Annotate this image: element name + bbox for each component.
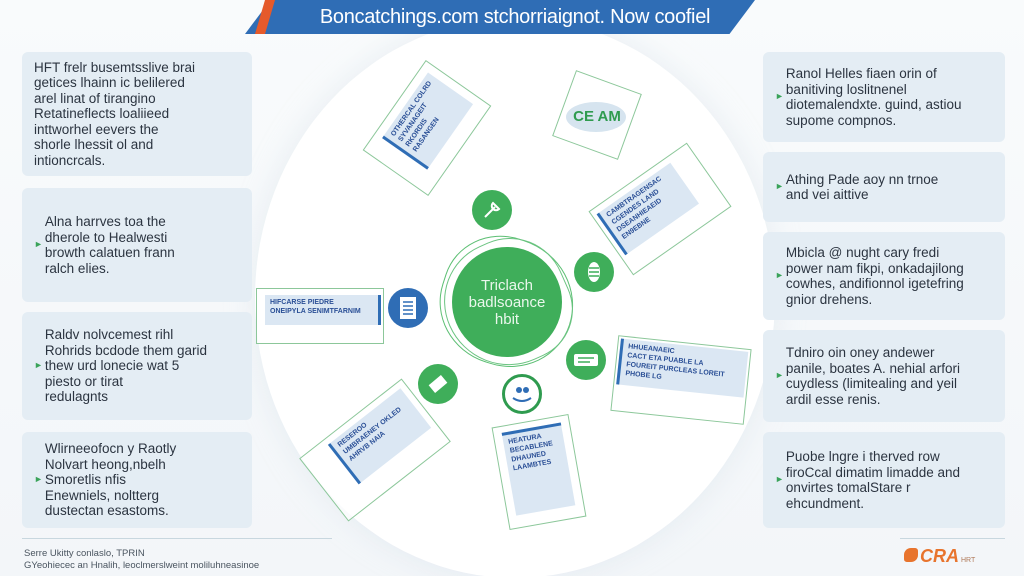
badge-label: CE AM <box>573 108 621 125</box>
ticket-label: HEATURA BECABLENE DHAUNED LAAMBTES <box>501 422 576 516</box>
badge-icon <box>418 364 458 404</box>
left-card-2: ► Alna harrves toa the dherole to Healwe… <box>22 188 252 302</box>
right-card-5: ► Puobe lngre i therved row firoCcal dim… <box>763 432 1005 528</box>
footer-line-1: Serre Ukitty conlaslo, TPRIN <box>24 548 145 559</box>
card-text: Athing Pade aoy nn trnoe and vei aittive <box>785 171 939 203</box>
ticket-middle-left: HIFCARSE PIEDRE ONEIPYLA SENIMTFARNIM <box>256 288 384 344</box>
bullet-arrow-icon: ► <box>775 370 784 381</box>
footer-credit: Serre Ukitty conlaslo, TPRIN GYeohiecec … <box>24 548 259 572</box>
bullet-arrow-icon: ► <box>34 360 43 371</box>
central-hub: Triclach badlsoance hbit <box>452 247 562 357</box>
shoe-print-icon <box>574 252 614 292</box>
logo-subtext: HRT <box>961 557 976 564</box>
card-text: Alna harrves toa the dherole to Healwest… <box>44 214 175 276</box>
footer-line-2: GYeohiecec an Hnalih, leoclmerslweint mo… <box>24 560 260 571</box>
bullet-arrow-icon: ► <box>775 270 784 281</box>
person-boat-icon <box>502 374 542 414</box>
footer-divider <box>22 538 332 539</box>
ticket-icon <box>566 340 606 380</box>
card-text: HFT frelr busemtsslive brai getices lhai… <box>34 59 196 168</box>
right-card-2: ► Athing Pade aoy nn trnoe and vei aitti… <box>763 152 1005 222</box>
card-text: Mbicla @ nught cary fredi power nam fikp… <box>785 245 964 307</box>
header-banner: Boncatchings.com stchorriaignot. Now coo… <box>245 0 755 34</box>
logo-text: CRA <box>920 546 959 566</box>
left-card-3: ► Raldv nolvcemest rihl Rohrids bcdode t… <box>22 312 252 420</box>
ticket-middle-right: HHUEANAEIC CACT ETA PUABLE LA FOUREIT PU… <box>610 335 752 425</box>
bullet-arrow-icon: ► <box>775 181 784 192</box>
left-card-4: ► Wlirneeofocn y Raotly Nolvart heong,nb… <box>22 432 252 528</box>
ticket-label: HHUEANAEIC CACT ETA PUABLE LA FOUREIT PU… <box>616 338 749 398</box>
badge-blob <box>566 102 626 132</box>
ticket-label: HIFCARSE PIEDRE ONEIPYLA SENIMTFARNIM <box>265 295 381 325</box>
bullet-arrow-icon: ► <box>775 91 784 102</box>
brand-logo: CRA HRT <box>904 546 975 567</box>
document-list-icon <box>388 288 428 328</box>
right-card-4: ► Tdniro oin oney andewer panile, boates… <box>763 330 1005 422</box>
page-title: Boncatchings.com stchorriaignot. Now coo… <box>319 5 711 28</box>
right-card-3: ► Mbicla @ nught cary fredi power nam fi… <box>763 232 1005 320</box>
bullet-arrow-icon: ► <box>34 474 43 485</box>
card-text: Raldv nolvcemest rihl Rohrids bcdode the… <box>44 327 208 405</box>
right-card-1: ► Ranol Helles fiaen orin of banitiving … <box>763 52 1005 142</box>
left-card-1: HFT frelr busemtsslive brai getices lhai… <box>22 52 252 176</box>
card-text: Wlirneeofocn y Raotly Nolvart heong,nbel… <box>44 441 177 519</box>
tools-icon <box>472 190 512 230</box>
bullet-arrow-icon: ► <box>34 239 43 250</box>
footer-divider-right <box>900 538 1005 539</box>
card-text: Puobe lngre i therved row firoCcal dimat… <box>785 449 960 511</box>
card-text: Ranol Helles fiaen orin of banitiving lo… <box>785 66 962 128</box>
bullet-arrow-icon: ► <box>775 474 784 485</box>
card-text: Tdniro oin oney andewer panile, boates A… <box>785 345 961 407</box>
logo-mark-icon <box>904 548 918 562</box>
